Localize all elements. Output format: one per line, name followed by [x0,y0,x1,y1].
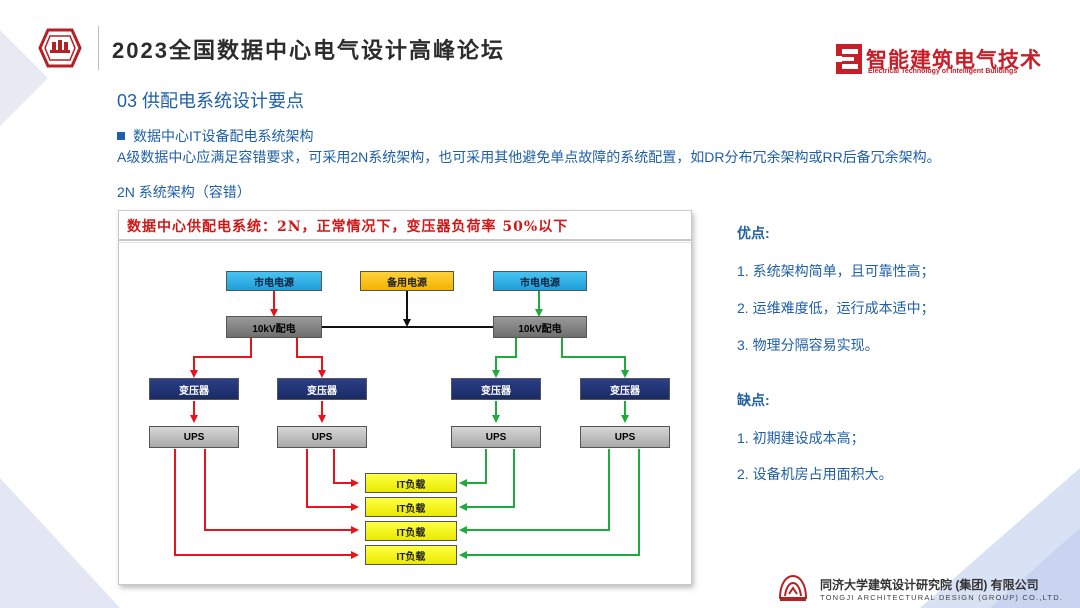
diagram-connectors [174,291,640,559]
ups-1-box: UPS [149,426,239,448]
line-ups2-to-load2 [306,449,359,511]
advantage-item-2: 2. 运维难度低，运行成本适中； [737,300,935,316]
backup-power-box: 备用电源 [360,271,454,291]
line-dist-b-to-trans3 [492,338,517,378]
line-dist-b-to-trans4 [561,338,629,378]
brand-logo: 智能建筑电气技术 Electrical Technology of Intell… [836,44,1046,80]
tongji-logo-icon [778,574,808,601]
disadvantages-heading: 缺点: [737,392,770,408]
diagram-title-rule [119,239,691,241]
line-ups2-to-load1 [333,449,359,487]
bullet-heading: 数据中心IT设备配电系统架构 [117,126,313,146]
ups-3-box: UPS [451,426,541,448]
grid-power-a-box: 市电电源 [226,271,322,291]
line-ups4-to-load4 [459,449,640,559]
ups-2-box: UPS [277,426,367,448]
description: A级数据中心应满足容错要求，可采用2N系统架构，也可采用其他避免单点故障的系统配… [117,149,941,165]
subsection-title: 2N 系统架构（容错） [117,184,251,200]
ups-4-box: UPS [580,426,670,448]
header-divider [98,26,99,70]
line-dist-a-to-trans2 [296,338,326,378]
brand-name: 智能建筑电气技术 [866,49,1042,72]
advantage-item-3: 3. 物理分隔容易实现。 [737,337,879,353]
line-ups4-to-load3 [459,449,610,534]
diagram-title-rule-shadow [119,242,691,243]
it-load-4-box: IT负载 [365,545,457,565]
bullet-heading-text: 数据中心IT设备配电系统架构 [133,128,314,144]
transformer-3-box: 变压器 [451,378,541,400]
line-ups1-to-load4 [174,449,359,559]
disadvantage-item-2: 2. 设备机房占用面积大。 [737,466,893,482]
brand-subtitle: Electrical Technology of Intelligent Bui… [868,68,1018,75]
disadvantage-item-1: 1. 初期建设成本高； [737,430,865,446]
line-ups3-to-load2 [459,449,515,511]
transformer-2-box: 变压器 [277,378,367,400]
bullet-square-icon [117,132,125,140]
organization-name: 同济大学建筑设计研究院 (集团) 有限公司 [820,578,1039,592]
transformer-4-box: 变压器 [580,378,670,400]
line-dist-a-to-trans1 [190,338,252,378]
advantage-item-1: 1. 系统架构简单，且可靠性高； [737,263,935,279]
grid-power-b-box: 市电电源 [493,271,587,291]
advantages-heading: 优点: [737,225,770,241]
corner-decoration [0,30,48,126]
power-architecture-diagram: 数据中心供配电系统：2N，正常情况下，变压器负荷率 50%以下 [118,210,692,585]
brand-mark-icon [836,44,862,74]
organization-name-en: TONGJI ARCHITECTURAL DESIGN (GROUP) CO.,… [820,593,1064,602]
distribution-b-box: 10kV配电 [493,316,587,338]
distribution-a-box: 10kV配电 [226,316,322,338]
line-ups1-to-load3 [204,449,359,534]
corner-decoration-bottom-left [0,478,120,608]
section-title: 03 供配电系统设计要点 [117,91,305,111]
line-ups3-to-load1 [459,449,487,487]
forum-logo-icon [38,28,82,68]
it-load-1-box: IT负载 [365,473,457,493]
transformer-1-box: 变压器 [149,378,239,400]
diagram-title: 数据中心供配电系统：2N，正常情况下，变压器负荷率 50%以下 [127,219,569,235]
page-title: 2023全国数据中心电气设计高峰论坛 [112,38,505,63]
it-load-2-box: IT负载 [365,497,457,517]
it-load-3-box: IT负载 [365,521,457,541]
corner-decoration-bottom-right [920,468,1080,608]
